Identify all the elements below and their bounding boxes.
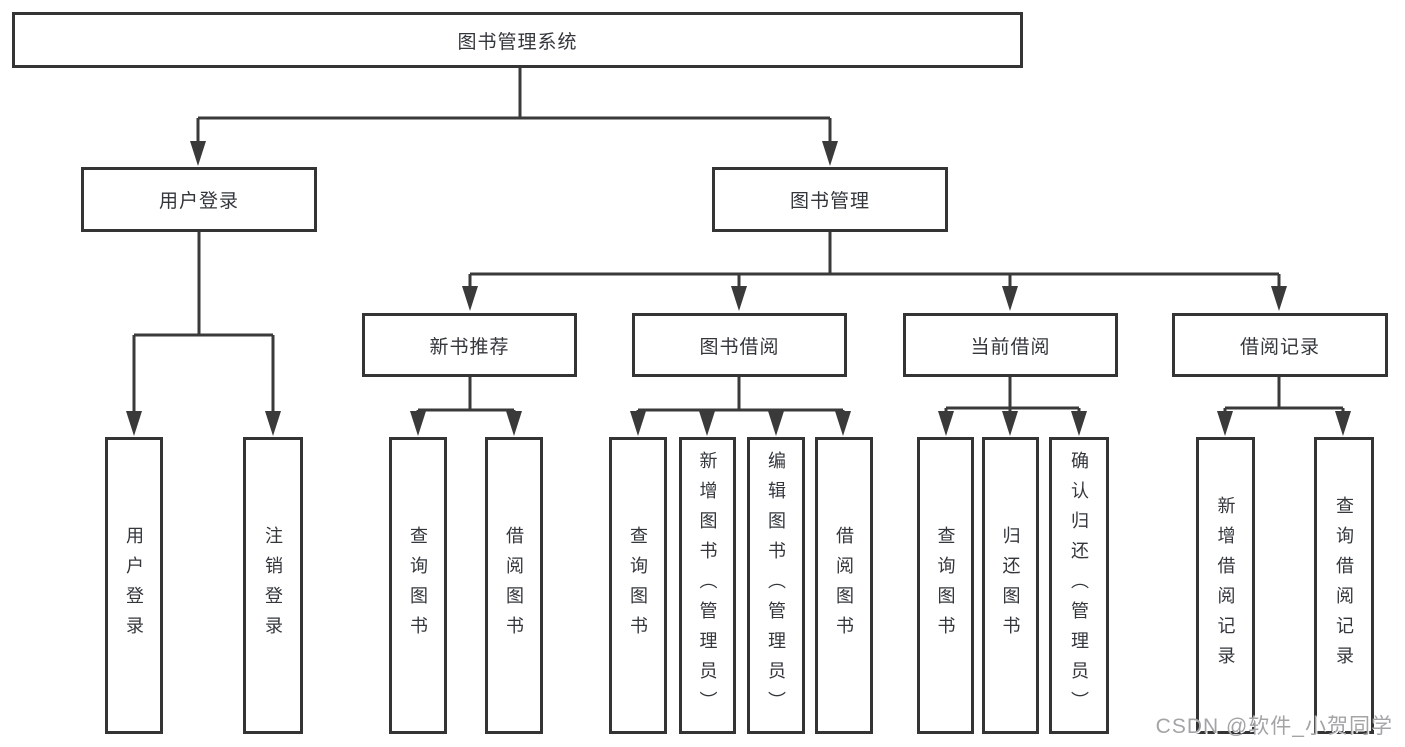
leaf-label: 查询图书 (935, 525, 956, 646)
node-book-borrow: 图书借阅 (632, 313, 847, 377)
connector-currentborrow-to-leaves (938, 377, 1087, 436)
leaf-confirm-return-admin: 确认归还（管理员） (1049, 437, 1109, 734)
node-label: 图书管理系统 (457, 31, 578, 53)
node-user-login: 用户登录 (81, 167, 317, 232)
node-current-borrow: 当前借阅 (903, 313, 1118, 377)
csdn-watermark: CSDN @软件_小贺同学 (1155, 715, 1393, 738)
leaf-query-books-borrow: 查询图书 (609, 437, 667, 734)
leaf-logout: 注销登录 (243, 437, 303, 734)
connector-records-to-leaves (1217, 377, 1351, 436)
leaf-borrow-books-recommend: 借阅图书 (485, 437, 543, 734)
leaf-label: 新增图书（管理员） (697, 450, 718, 721)
node-label: 当前借阅 (970, 336, 1051, 358)
leaf-edit-books-admin: 编辑图书（管理员） (747, 437, 805, 734)
node-label: 新书推荐 (429, 336, 510, 358)
leaf-label: 注销登录 (263, 525, 283, 646)
node-label: 图书借阅 (699, 336, 780, 358)
leaf-label: 新增借阅记录 (1215, 495, 1236, 676)
leaf-label: 借阅图书 (504, 525, 524, 646)
leaf-label: 归还图书 (1000, 525, 1021, 646)
leaf-borrow-books: 借阅图书 (815, 437, 873, 734)
connector-borrowbook-to-leaves (630, 377, 851, 436)
leaf-query-books-current: 查询图书 (917, 437, 974, 734)
leaf-add-borrow-record: 新增借阅记录 (1196, 437, 1255, 734)
leaf-label: 查询图书 (628, 525, 648, 646)
connector-bookmgmt-to-level3 (462, 232, 1287, 311)
connector-userlogin-to-leaves (126, 232, 281, 436)
node-borrow-records: 借阅记录 (1172, 313, 1388, 377)
leaf-label: 编辑图书（管理员） (766, 450, 786, 721)
leaf-label: 用户登录 (124, 525, 144, 646)
leaf-query-books-recommend: 查询图书 (389, 437, 447, 734)
node-library-system: 图书管理系统 (12, 12, 1023, 68)
connector-root-to-level2 (190, 68, 838, 166)
leaf-label: 确认归还（管理员） (1069, 450, 1089, 721)
leaf-add-books-admin: 新增图书（管理员） (679, 437, 736, 734)
leaf-user-login: 用户登录 (105, 437, 163, 734)
node-label: 借阅记录 (1239, 336, 1320, 358)
leaf-label: 查询借阅记录 (1334, 495, 1354, 676)
node-label: 图书管理 (789, 191, 870, 212)
node-new-book-recommend: 新书推荐 (362, 313, 577, 377)
leaf-label: 查询图书 (408, 525, 428, 646)
node-book-management: 图书管理 (712, 167, 948, 232)
leaf-return-books: 归还图书 (982, 437, 1039, 734)
node-label: 用户登录 (158, 191, 239, 212)
leaf-query-borrow-record: 查询借阅记录 (1314, 437, 1374, 734)
leaf-label: 借阅图书 (834, 525, 854, 646)
connector-newbook-to-leaves (410, 377, 522, 436)
